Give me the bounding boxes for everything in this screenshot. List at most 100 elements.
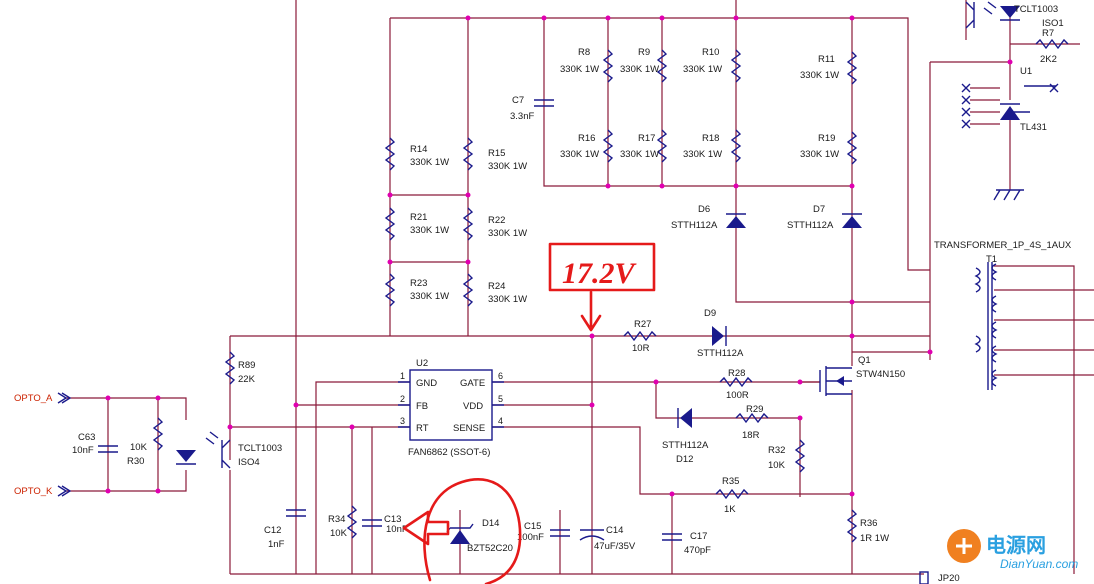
- iso1-ref: ISO1: [1042, 18, 1064, 29]
- r32-value: 10K: [768, 460, 786, 471]
- opto-k-arrow-icon: [57, 485, 72, 497]
- r28-ref: R28: [728, 368, 745, 379]
- iso4-part: TCLT1003: [238, 443, 282, 454]
- r29-ref: R29: [746, 404, 763, 415]
- c63-ref: C63: [78, 432, 95, 443]
- r19-ref: R19: [818, 133, 835, 144]
- iso4-ref: ISO4: [238, 457, 260, 468]
- net-label-opto-k: OPTO_K: [14, 486, 53, 497]
- d9-value: STTH112A: [697, 348, 744, 359]
- r16-value: 330K 1W: [560, 149, 599, 160]
- u2-pin-num-2: 2: [400, 394, 405, 404]
- q1-ref: Q1: [858, 355, 871, 366]
- r23-ref: R23: [410, 278, 427, 289]
- r28-value: 100R: [726, 390, 749, 401]
- u1-value: TL431: [1020, 122, 1047, 133]
- u1-ref: U1: [1020, 66, 1032, 77]
- r89-ref: R89: [238, 360, 255, 371]
- component-labels: R8 330K 1W R9 330K 1W R10 330K 1W R11 33…: [72, 4, 1072, 584]
- wires: [66, 0, 1094, 575]
- r30-ref: R30: [127, 456, 144, 467]
- d7-value: STTH112A: [787, 220, 834, 231]
- r17-ref: R17: [638, 133, 655, 144]
- r9-ref: R9: [638, 47, 650, 58]
- c7-ref: C7: [512, 95, 524, 106]
- jp20-ref: JP20: [938, 573, 960, 584]
- opto-a-arrow-icon: [57, 392, 72, 404]
- c13-value: 10nF: [386, 524, 408, 535]
- r16-ref: R16: [578, 133, 595, 144]
- resistor-symbols: [152, 38, 1069, 543]
- d12-ref: D12: [676, 454, 693, 465]
- d6-ref: D6: [698, 204, 710, 215]
- c14-value: 47uF/35V: [594, 541, 636, 552]
- r36-value: 1R 1W: [860, 533, 889, 544]
- c7-value: 3.3nF: [510, 111, 534, 122]
- r35-value: 1K: [724, 504, 736, 515]
- r19-value: 330K 1W: [800, 149, 839, 160]
- d14-value: BZT52C20: [467, 543, 513, 554]
- u2-pin-vdd: VDD: [463, 401, 483, 412]
- diode-symbols: [176, 1, 1020, 544]
- r11-value: 330K 1W: [800, 70, 839, 81]
- voltage-down-arrow-icon: [580, 290, 602, 332]
- capacitor-symbols: [98, 99, 682, 541]
- net-label-opto-a: OPTO_A: [14, 393, 53, 404]
- c15-ref: C15: [524, 521, 541, 532]
- r32-ref: R32: [768, 445, 785, 456]
- r21-ref: R21: [410, 212, 427, 223]
- u2-pin-num-6: 6: [498, 371, 503, 381]
- c12-value: 1nF: [268, 539, 285, 550]
- r27-ref: R27: [634, 319, 651, 330]
- r11-ref: R11: [818, 54, 835, 65]
- r23-value: 330K 1W: [410, 291, 449, 302]
- r18-value: 330K 1W: [683, 149, 722, 160]
- r29-value: 18R: [742, 430, 760, 441]
- voltage-annotation-text: 17.2V: [562, 257, 638, 290]
- d7-ref: D7: [813, 204, 825, 215]
- r27-value: 10R: [632, 343, 650, 354]
- u2-pin-gnd: GND: [416, 378, 437, 389]
- d14-ref: D14: [482, 518, 499, 529]
- r24-value: 330K 1W: [488, 294, 527, 305]
- r8-value: 330K 1W: [560, 64, 599, 75]
- q1-value: STW4N150: [856, 369, 905, 380]
- u2-pin-num-1: 1: [400, 371, 405, 381]
- d6-value: STTH112A: [671, 220, 718, 231]
- c13-ref: C13: [384, 514, 401, 525]
- d9-ref: D9: [704, 308, 716, 319]
- r18-ref: R18: [702, 133, 719, 144]
- d12-value: STTH112A: [662, 440, 709, 451]
- t1-value: TRANSFORMER_1P_4S_1AUX: [934, 240, 1072, 251]
- r30-value: 10K: [130, 442, 148, 453]
- r21-value: 330K 1W: [410, 225, 449, 236]
- r17-value: 330K 1W: [620, 149, 659, 160]
- u2-pin-num-4: 4: [498, 416, 503, 426]
- c17-value: 470pF: [684, 545, 711, 556]
- zener-pointer-arrow-icon: [402, 510, 450, 546]
- u1-tl431-symbol: [961, 83, 1059, 201]
- r15-ref: R15: [488, 148, 505, 159]
- u2-pin-sense: SENSE: [453, 423, 485, 434]
- u2-pin-num-5: 5: [498, 394, 503, 404]
- u2-pin-fb: FB: [416, 401, 428, 412]
- watermark-url: DianYuan.com: [1000, 557, 1078, 571]
- r35-ref: R35: [722, 476, 739, 487]
- r24-ref: R24: [488, 281, 505, 292]
- r22-ref: R22: [488, 215, 505, 226]
- r15-value: 330K 1W: [488, 161, 527, 172]
- r8-ref: R8: [578, 47, 590, 58]
- u2-value: FAN6862 (SSOT-6): [408, 447, 490, 458]
- c12-ref: C12: [264, 525, 281, 536]
- c63-value: 10nF: [72, 445, 94, 456]
- iso1-part: TCLT1003: [1014, 4, 1058, 15]
- r7-value: 2K2: [1040, 54, 1057, 65]
- zener-highlight-circle: [423, 478, 522, 584]
- r22-value: 330K 1W: [488, 228, 527, 239]
- voltage-annotation-box: [548, 242, 656, 292]
- u2-ref: U2: [416, 358, 428, 369]
- c17-ref: C17: [690, 531, 707, 542]
- r14-value: 330K 1W: [410, 157, 449, 168]
